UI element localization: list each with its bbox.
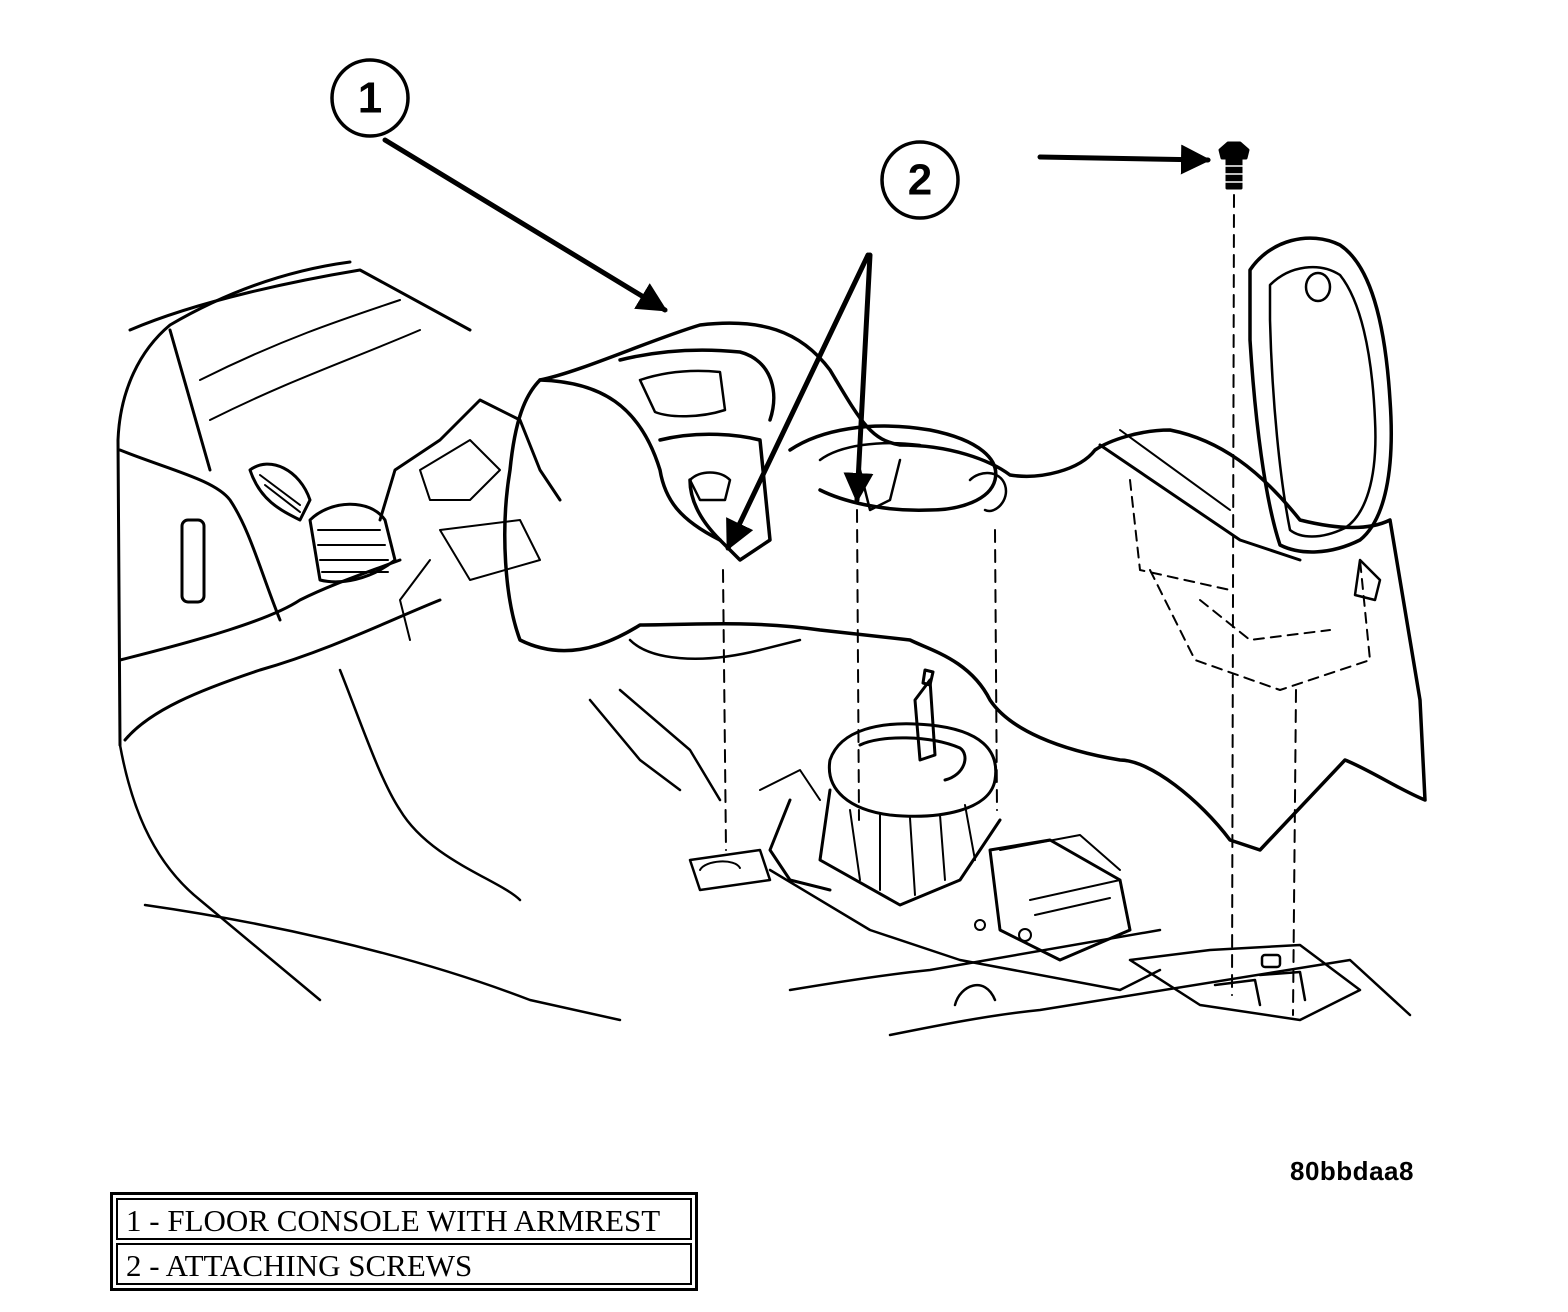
armrest-lid (1248, 236, 1393, 554)
figure-id: 80bbdaa8 (1290, 1156, 1414, 1186)
hidden-lines (1129, 479, 1371, 691)
callout-1: 1 (330, 58, 668, 313)
shifter-assembly (759, 668, 1162, 992)
callout-number: 1 (358, 74, 382, 123)
attaching-screw (1218, 141, 1250, 190)
callout-number: 2 (908, 156, 932, 205)
floor-console (503, 321, 1427, 852)
legend-table: 1 - FLOOR CONSOLE WITH ARMREST 2 - ATTAC… (110, 1192, 698, 1291)
instrument-panel (116, 260, 562, 747)
legend-row-1: 1 - FLOOR CONSOLE WITH ARMREST (116, 1198, 692, 1240)
callout-2: 2 (725, 140, 1211, 551)
rear-bracket (1128, 943, 1362, 1022)
legend-row-2: 2 - ATTACHING SCREWS (116, 1243, 692, 1285)
floor (118, 668, 1412, 1037)
screw-alignment-lines (722, 194, 1297, 1016)
